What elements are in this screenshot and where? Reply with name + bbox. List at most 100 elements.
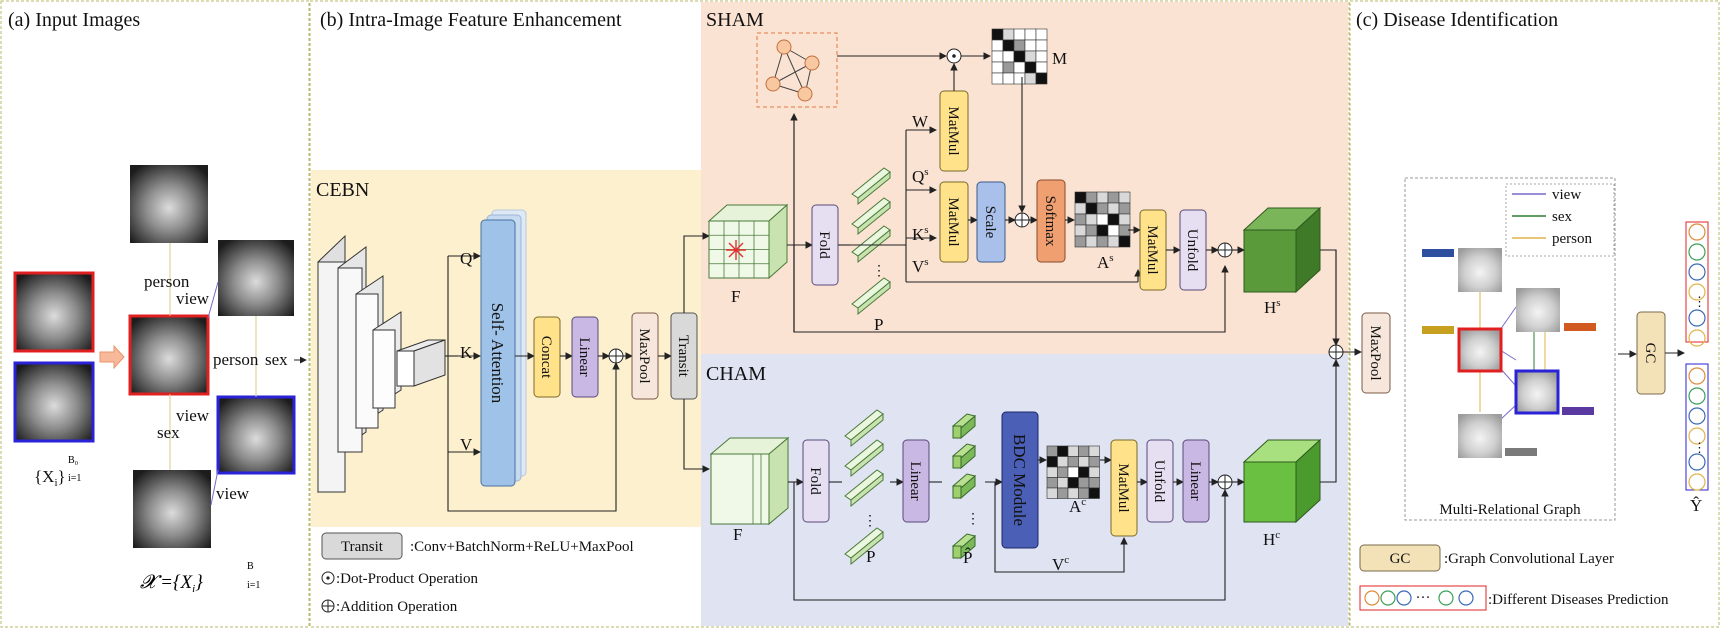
relation-graph-thumbnail <box>756 32 838 108</box>
matrix-cell <box>1088 477 1100 489</box>
maxpool-block: MaxPool <box>631 312 659 400</box>
relation-label: view <box>176 289 210 308</box>
cham-out-add-icon <box>1217 474 1233 490</box>
bdc-module-block: BDC Module <box>1001 411 1039 549</box>
svg-text:Fold: Fold <box>816 231 832 259</box>
disease-circle <box>1458 590 1474 606</box>
svg-text:BDC Module: BDC Module <box>1010 434 1029 526</box>
relation-label: sex <box>265 350 288 369</box>
matrix-cell <box>1024 28 1037 41</box>
dot-product-icon <box>946 48 962 64</box>
cham-p-label: P <box>866 547 875 566</box>
disease-circle <box>1688 263 1706 281</box>
q-label: Q <box>460 249 472 268</box>
matrix-cell <box>1074 191 1087 204</box>
vc-label: Vc <box>1052 554 1069 574</box>
relation-label: view <box>176 406 210 425</box>
relation-label: person <box>144 272 190 291</box>
feature-bar <box>1505 448 1537 456</box>
svg-text:Linear: Linear <box>907 461 923 500</box>
matrix-cell <box>1046 456 1058 468</box>
matrix-cell <box>1035 50 1048 63</box>
cham-feature-cube <box>709 436 790 526</box>
panel-c-caption: (c) Disease Identification <box>1356 9 1558 31</box>
legend-label: view <box>1552 187 1581 203</box>
xray-image <box>130 165 208 243</box>
matrix-cell <box>1085 224 1098 237</box>
disease-circle <box>1688 309 1706 327</box>
cham-f-label: F <box>733 525 742 544</box>
matrix-cell <box>1013 50 1026 63</box>
ks-label: Ks <box>912 224 929 244</box>
relation-label: view <box>216 484 250 503</box>
cham-linear2-block: Linear <box>1182 439 1210 523</box>
legend-label: sex <box>1552 209 1572 225</box>
matrix-cell <box>1002 72 1015 85</box>
phat-patch-front <box>952 545 962 559</box>
hc-cube <box>1242 438 1322 524</box>
matrix-cell <box>1057 466 1069 478</box>
relation-label: person <box>213 350 259 369</box>
transit-legend: Transit :Conv+BatchNorm+ReLU+MaxPool <box>321 532 634 560</box>
k-label: K <box>460 343 473 362</box>
phat-patch-front <box>952 425 962 439</box>
matrix-cell <box>1067 456 1079 468</box>
yhat-label: Ŷ <box>1690 496 1702 515</box>
matrix-cell <box>1118 202 1131 215</box>
disease-circle <box>1438 590 1454 606</box>
vertical-ellipsis: ⋮ <box>966 512 980 527</box>
xray-image <box>218 240 294 316</box>
matrix-cell <box>1096 191 1109 204</box>
hs-cube <box>1242 206 1322 294</box>
patch-side <box>857 200 891 236</box>
cebn-backbone <box>317 234 446 494</box>
batch-label: {Xi} <box>34 467 66 489</box>
matrix-cell <box>1024 39 1037 52</box>
matrix-cell <box>1074 224 1087 237</box>
xray-image <box>15 273 93 351</box>
matrix-cell <box>1046 477 1058 489</box>
matrix-cell <box>1074 213 1087 226</box>
svg-text:Unfold: Unfold <box>1184 229 1200 272</box>
vs-label: Vs <box>912 256 929 276</box>
red-frame <box>13 271 95 353</box>
sham-unfold-block: Unfold <box>1179 209 1207 291</box>
patch-side <box>857 280 891 316</box>
matrix-cell <box>1078 456 1090 468</box>
svg-text::Different Diseases Prediction: :Different Diseases Prediction <box>1488 592 1669 608</box>
svg-text:Linear: Linear <box>1187 461 1203 500</box>
matrix-cell <box>991 39 1004 52</box>
hc-label: Hc <box>1263 529 1280 549</box>
matrix-cell <box>991 50 1004 63</box>
matrix-cell <box>1096 224 1109 237</box>
matrix-cell <box>1096 235 1109 248</box>
matrix-cell <box>1035 72 1048 85</box>
patch-side <box>857 170 891 206</box>
set-sup: B <box>247 561 254 572</box>
svg-text:MaxPool: MaxPool <box>1367 325 1383 380</box>
disease-circle <box>1688 407 1706 425</box>
vertical-ellipsis: ⋮ <box>872 264 886 279</box>
matrix-cell <box>1002 28 1015 41</box>
matrix-cell <box>1002 50 1015 63</box>
qs-label: Qs <box>912 166 929 186</box>
svg-text:MaxPool: MaxPool <box>636 328 652 383</box>
matrix-cell <box>1078 477 1090 489</box>
w-label: W <box>912 112 929 131</box>
cebn-caption: CEBN <box>316 179 369 201</box>
disease-circle <box>1364 590 1380 606</box>
sham-p-label: P <box>874 315 883 334</box>
svg-text:···: ··· <box>1416 590 1431 606</box>
cham-unfold-block: Unfold <box>1146 439 1174 523</box>
svg-text:Concat: Concat <box>538 336 554 379</box>
arrow-to-graph-icon <box>99 344 125 370</box>
vertical-ellipsis: ⋮ <box>1693 440 1706 455</box>
sham-out-add-icon <box>1217 242 1233 258</box>
ac-label: Ac <box>1069 496 1086 516</box>
xray-image <box>130 316 208 394</box>
blue-frame <box>13 361 95 443</box>
matrix-cell <box>1067 477 1079 489</box>
svg-text:MatMul: MatMul <box>1115 463 1131 512</box>
blue-frame <box>1514 369 1560 415</box>
concat-block: Concat <box>533 316 561 398</box>
